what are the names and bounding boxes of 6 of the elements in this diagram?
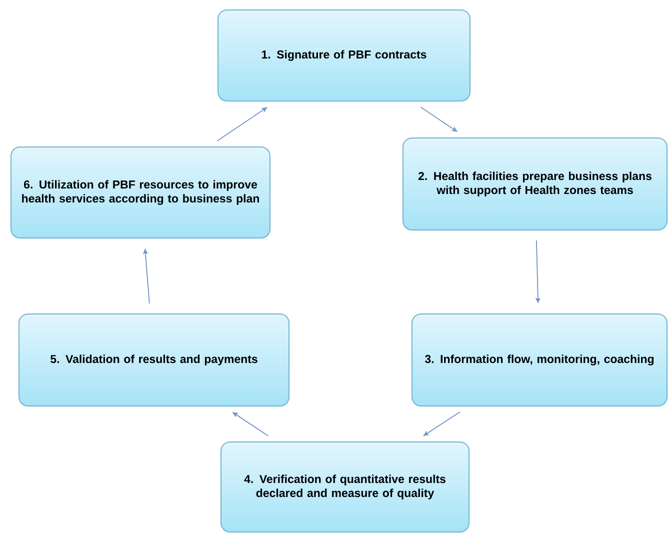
- process-box: 4. Verification of quantitative results declared and measure of quality: [220, 442, 470, 532]
- process-box: 3. Information flow, monitoring, coaching: [412, 314, 668, 406]
- process-box: 2. Health facilities prepare business plans with support of Health zones teams: [402, 138, 668, 230]
- process-box: 5. Validation of results and payments: [18, 314, 290, 406]
- process-box: 1. Signature of PBF contracts: [218, 10, 470, 102]
- process-box: 6. Utilization of PBF resources to improve health services according to business plan: [10, 146, 270, 238]
